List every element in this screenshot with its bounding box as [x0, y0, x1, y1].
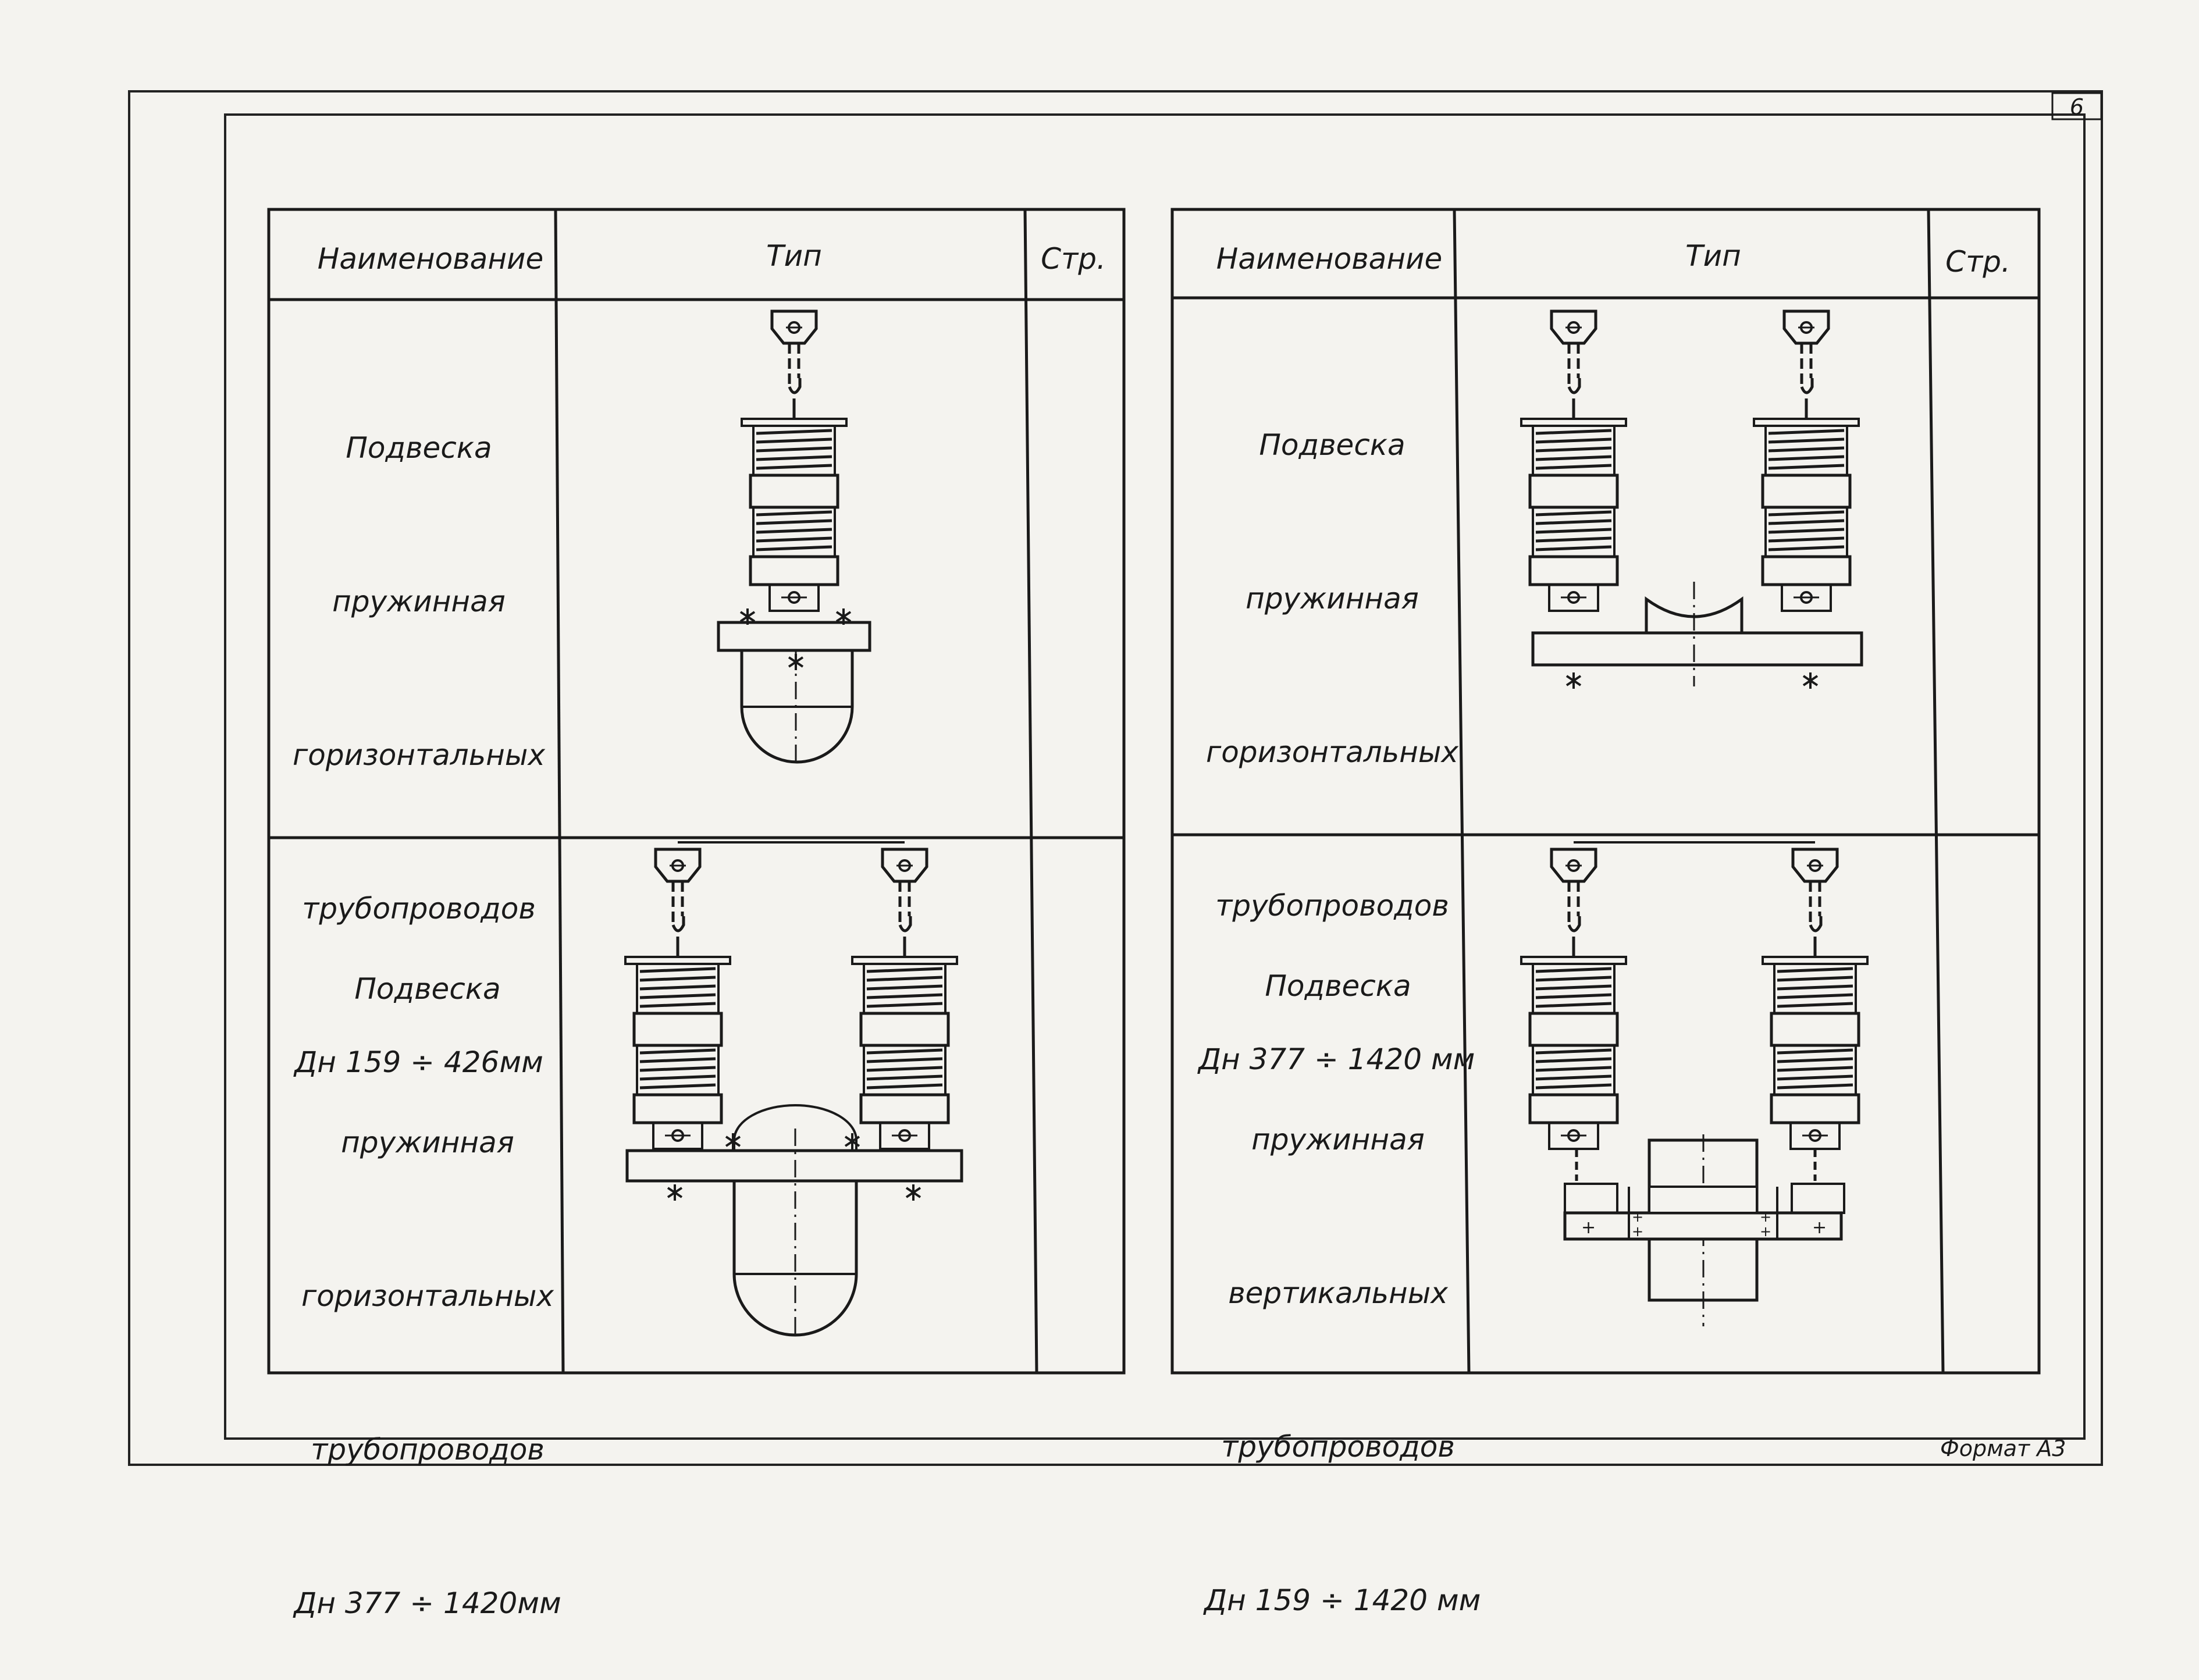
right-row-1-name: Подвеска пружинная горизонтальных трубоп… [1198, 317, 1475, 1136]
name-line: трубопроводов [302, 892, 536, 926]
right-header-page: Стр. [1945, 245, 2011, 279]
svg-text:+: + [1760, 1209, 1771, 1225]
name-line: пружинная [1246, 582, 1419, 615]
name-line: пружинная [332, 585, 506, 618]
left-table-grid [267, 208, 1126, 1375]
inner-frame [224, 113, 2086, 1440]
left-header-page: Стр. [1041, 242, 1106, 276]
name-line: пружинная [1251, 1123, 1425, 1156]
spring-hanger-double-icon [1521, 311, 1863, 690]
name-line: трубопроводов [1215, 889, 1449, 923]
right-header-name: Наименование [1216, 242, 1443, 276]
svg-text:+: + [1632, 1209, 1643, 1225]
name-line: горизонтальных [293, 738, 545, 772]
right-header-type: Тип [1685, 239, 1741, 273]
name-line: Подвеска [1259, 428, 1405, 462]
left-header-name: Наименование [317, 242, 544, 276]
name-line: трубопроводов [311, 1433, 545, 1467]
name-line: пружинная [341, 1126, 514, 1159]
format-label: Формат А3 [1940, 1436, 2066, 1461]
spring-hanger-double-icon [625, 841, 963, 1337]
name-line: Подвеска [1265, 969, 1411, 1003]
right-table-grid [1170, 208, 2041, 1375]
name-line: Подвеска [354, 972, 501, 1006]
spring-hanger-single-icon [717, 311, 871, 768]
name-line: Дн 159 ÷ 426мм [294, 1045, 543, 1079]
svg-text:+: + [1632, 1223, 1643, 1240]
name-line: Подвеска [346, 431, 492, 465]
name-line: Дн 377 ÷ 1420 мм [1198, 1042, 1475, 1076]
left-header-type: Тип [766, 239, 822, 273]
name-line: вертикальных [1228, 1276, 1448, 1310]
left-row-1-name: Подвеска пружинная горизонтальных трубоп… [285, 320, 553, 1139]
svg-text:+: + [1581, 1218, 1596, 1238]
outer-frame [128, 90, 2103, 1466]
spring-hanger-vertical-icon: + + + + + + [1521, 841, 1867, 1326]
drawing-layer: + + + + + + [267, 92, 2102, 1375]
name-line: трубопроводов [1221, 1430, 1455, 1464]
name-line: горизонтальных [1206, 735, 1458, 769]
svg-text:+: + [1812, 1218, 1827, 1238]
svg-text:+: + [1760, 1223, 1771, 1240]
sheet-number: 6 [2069, 94, 2084, 120]
sheet-number-box [2051, 92, 2102, 120]
name-line: горизонтальных [301, 1279, 554, 1313]
